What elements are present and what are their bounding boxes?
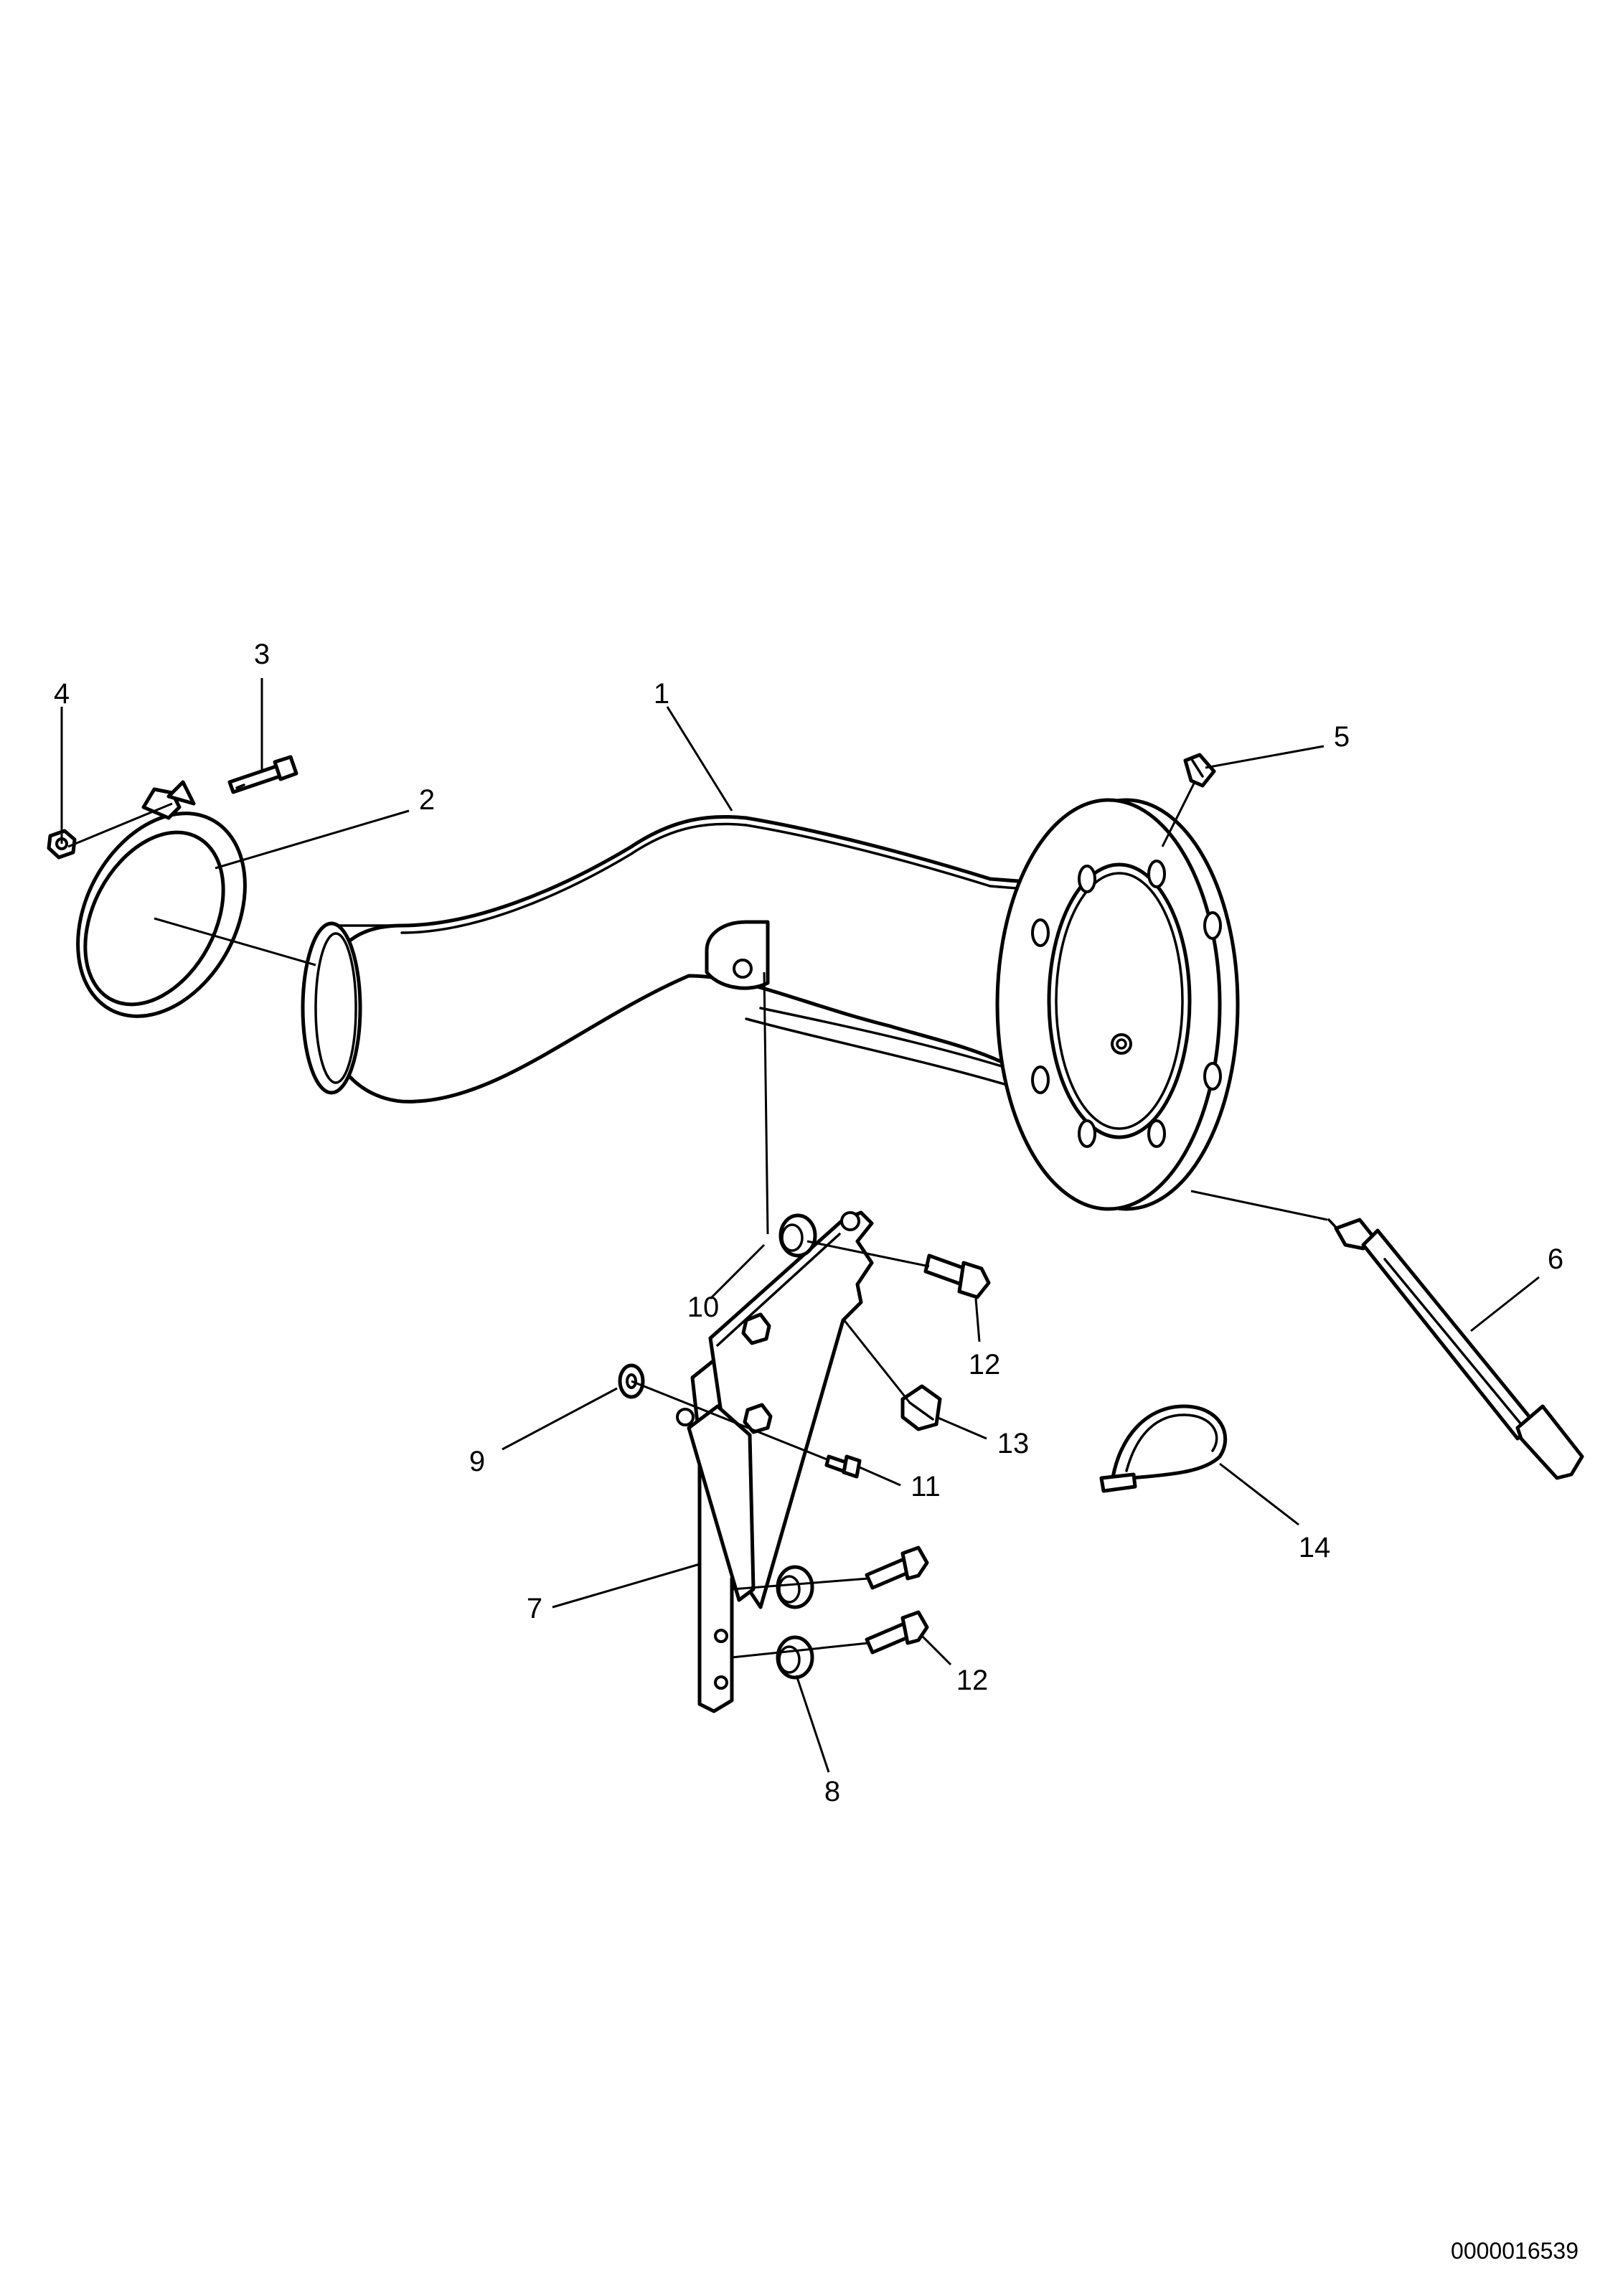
cable-tie bbox=[1099, 1404, 1228, 1493]
callout-7: 7 bbox=[527, 1593, 542, 1624]
callout-4: 4 bbox=[54, 678, 70, 710]
leader-lines bbox=[60, 678, 1540, 1773]
spacer-lower bbox=[776, 1635, 814, 1680]
pipe-flange bbox=[995, 798, 1240, 1211]
callout-5: 5 bbox=[1334, 721, 1350, 753]
spacer-upper bbox=[776, 1565, 814, 1609]
clamp-ring bbox=[76, 780, 247, 1018]
mounting-bracket bbox=[676, 1210, 874, 1713]
callout-6: 6 bbox=[1548, 1243, 1563, 1275]
callout-3: 3 bbox=[254, 639, 270, 670]
exhaust-sensor bbox=[1327, 1218, 1584, 1480]
callout-2: 2 bbox=[419, 784, 435, 816]
bracket-bolt-top bbox=[923, 1253, 991, 1299]
callout-14: 14 bbox=[1299, 1532, 1331, 1563]
callout-12-top: 12 bbox=[969, 1349, 1001, 1380]
bracket-bolt-lower bbox=[865, 1610, 929, 1655]
document-id: 0000016539 bbox=[1451, 2238, 1579, 2264]
clamp-bolt bbox=[227, 755, 298, 794]
cable-clip bbox=[900, 1384, 942, 1431]
exhaust-pipe bbox=[301, 814, 1093, 1125]
plug bbox=[1183, 753, 1216, 788]
bracket-bolt-small bbox=[824, 1454, 862, 1479]
callout-8: 8 bbox=[824, 1776, 840, 1807]
callout-9: 9 bbox=[469, 1446, 485, 1477]
callout-10: 10 bbox=[687, 1292, 720, 1323]
callout-12-bottom: 12 bbox=[956, 1665, 989, 1696]
callout-1: 1 bbox=[654, 678, 669, 710]
bracket-bolt-middle bbox=[865, 1545, 929, 1590]
spacer-top bbox=[778, 1213, 817, 1258]
callout-labels: 1 2 3 4 5 6 7 8 9 10 11 12 12 13 14 bbox=[54, 639, 1563, 1807]
callout-13: 13 bbox=[997, 1428, 1030, 1459]
callout-11: 11 bbox=[911, 1471, 941, 1502]
